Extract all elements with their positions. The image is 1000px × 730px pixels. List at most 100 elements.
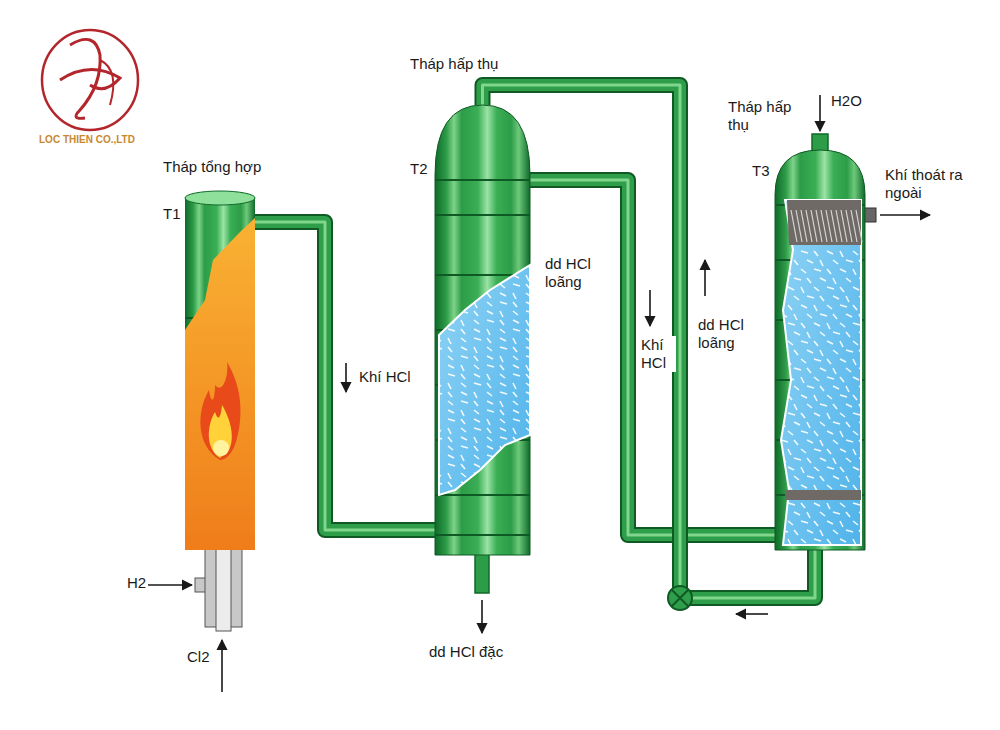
streak — [788, 305, 792, 310]
streak — [513, 428, 516, 434]
streak — [846, 296, 849, 302]
drawing-part — [821, 210, 827, 242]
streak — [526, 419, 530, 424]
streak — [788, 467, 794, 470]
streak — [788, 431, 793, 435]
streak — [820, 278, 826, 281]
streak — [487, 482, 492, 486]
drawing-part — [836, 210, 842, 242]
packing-strokes — [791, 210, 862, 242]
streak — [461, 266, 468, 268]
streak — [794, 314, 797, 320]
streak — [487, 419, 490, 425]
streak — [820, 440, 823, 446]
streak — [448, 455, 454, 458]
streak — [833, 368, 836, 374]
streak — [781, 386, 784, 392]
streak — [794, 512, 800, 515]
streak — [846, 530, 853, 532]
streak — [820, 404, 827, 406]
streak — [461, 437, 467, 440]
streak — [500, 302, 507, 304]
streak — [846, 458, 851, 462]
streak — [435, 266, 438, 272]
streak — [474, 365, 479, 369]
streak — [500, 311, 503, 317]
tower-shape — [435, 105, 530, 555]
streak — [474, 401, 478, 406]
liquid-streaks — [435, 266, 533, 497]
streak — [461, 419, 465, 424]
streak — [474, 284, 480, 287]
streak — [859, 314, 862, 320]
streak — [840, 449, 846, 452]
streak — [474, 446, 478, 451]
streak — [853, 269, 856, 275]
streak — [775, 521, 778, 527]
drawing-part — [846, 210, 852, 242]
streak — [526, 320, 529, 326]
support-grid — [785, 490, 861, 500]
streak — [474, 320, 479, 324]
drawing-part — [841, 210, 847, 242]
streak — [807, 530, 813, 533]
streak — [801, 539, 806, 543]
streak — [781, 512, 785, 517]
streak — [827, 485, 832, 489]
streak — [513, 437, 517, 442]
streak — [814, 359, 821, 361]
flow-arrow — [704, 260, 706, 296]
streak — [833, 530, 838, 534]
streak — [461, 329, 465, 334]
streak — [801, 359, 806, 363]
streak — [448, 275, 454, 278]
streak — [814, 287, 819, 291]
streak — [474, 410, 479, 414]
streak — [833, 422, 840, 424]
flow-arrow — [221, 640, 223, 692]
streak — [859, 278, 866, 280]
streak — [474, 428, 481, 430]
streak — [840, 251, 843, 257]
streak — [526, 338, 531, 342]
streak — [801, 485, 807, 488]
combustion-zone — [185, 218, 255, 550]
streak — [794, 458, 801, 460]
tower-band — [435, 179, 530, 181]
streak — [853, 413, 860, 415]
streak — [487, 311, 493, 314]
streak — [474, 491, 478, 496]
streak — [840, 323, 845, 327]
streak — [853, 521, 858, 525]
streak — [461, 491, 468, 493]
streak — [846, 440, 853, 442]
drawing-part — [475, 553, 489, 593]
streak — [775, 485, 782, 487]
streak — [435, 410, 439, 415]
streak — [853, 467, 859, 470]
streak — [461, 284, 465, 289]
streak — [827, 413, 830, 419]
streak — [807, 350, 813, 353]
streak — [461, 275, 464, 281]
streak — [513, 491, 518, 495]
streak — [859, 332, 865, 335]
streak — [827, 269, 831, 274]
streak — [807, 278, 811, 283]
pipe-fill — [255, 222, 435, 530]
streak — [513, 302, 517, 307]
streak — [794, 278, 801, 280]
streak — [859, 530, 863, 535]
streak — [461, 347, 467, 350]
streak — [500, 275, 504, 280]
streak — [833, 314, 837, 319]
flow-label: dd HCl loãng — [545, 255, 591, 291]
streak — [840, 359, 846, 362]
flow-label: Khí HCl — [640, 336, 676, 372]
streak — [500, 383, 506, 386]
streak — [781, 296, 784, 302]
streak — [788, 521, 793, 525]
streak — [474, 419, 480, 422]
streak — [487, 320, 494, 322]
